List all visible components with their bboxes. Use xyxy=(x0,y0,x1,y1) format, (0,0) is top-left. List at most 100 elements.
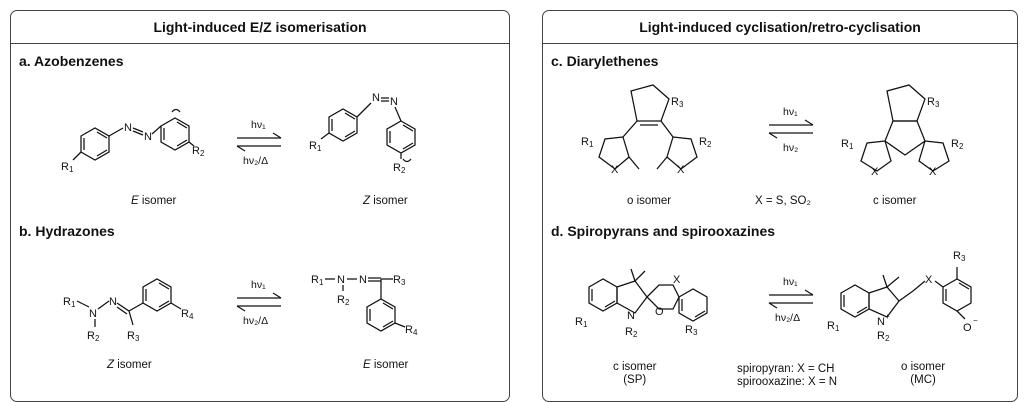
svg-text:R: R xyxy=(311,274,319,286)
svg-text:N: N xyxy=(390,96,398,108)
svg-text:−: − xyxy=(973,316,978,325)
svg-text:R: R xyxy=(671,96,679,108)
svg-text:N: N xyxy=(359,274,367,286)
svg-text:hν₂/Δ: hν₂/Δ xyxy=(243,315,268,327)
svg-text:3: 3 xyxy=(135,334,140,343)
svg-text:N: N xyxy=(144,131,152,143)
svg-text:X: X xyxy=(929,166,937,178)
panel-cyclisation: Light-induced cyclisation/retro-cyclisat… xyxy=(542,10,1018,402)
svg-text:3: 3 xyxy=(401,278,406,287)
svg-text:X: X xyxy=(871,166,879,178)
svg-text:R: R xyxy=(87,330,95,342)
svg-text:hν₁: hν₁ xyxy=(251,279,266,291)
azo-e-caption: E isomer xyxy=(131,195,177,207)
svg-text:R: R xyxy=(581,136,589,148)
svg-text:O: O xyxy=(655,306,664,318)
svg-text:1: 1 xyxy=(317,144,322,153)
section-azobenzenes-heading: a. Azobenzenes xyxy=(19,53,124,69)
svg-text:R: R xyxy=(827,320,835,332)
section-hydrazones-heading: b. Hydrazones xyxy=(19,223,115,239)
svg-text:R: R xyxy=(685,324,693,336)
equilibrium-arrows-d: hν₁ hν₂/Δ xyxy=(768,276,814,324)
svg-text:N: N xyxy=(337,274,345,286)
svg-text:hν₂/Δ: hν₂/Δ xyxy=(775,312,800,324)
svg-text:1: 1 xyxy=(319,278,324,287)
equilibrium-arrows-b: hν₁ hν₂/Δ xyxy=(236,279,282,327)
svg-text:3: 3 xyxy=(961,254,966,263)
section-diarylethenes-heading: c. Diarylethenes xyxy=(551,53,659,69)
arrow-label-hv2: hν₂/Δ xyxy=(243,155,268,167)
svg-text:2: 2 xyxy=(633,330,638,339)
svg-text:R: R xyxy=(181,308,189,320)
svg-text:R: R xyxy=(927,96,935,108)
svg-text:hν₁: hν₁ xyxy=(783,106,798,118)
svg-text:X: X xyxy=(677,164,685,176)
svg-text:R: R xyxy=(625,326,633,338)
svg-text:O: O xyxy=(963,322,972,334)
section-spiropyrans-heading: d. Spiropyrans and spirooxazines xyxy=(551,223,776,239)
svg-text:1: 1 xyxy=(69,165,74,174)
svg-text:X: X xyxy=(925,274,933,286)
svg-text:2: 2 xyxy=(885,334,890,343)
panel-ez-isomerisation: Light-induced E/Z isomerisation a. Azobe… xyxy=(10,10,510,402)
svg-text:2: 2 xyxy=(200,149,205,158)
svg-text:R: R xyxy=(841,138,849,150)
arrow-label-hv1: hν₁ xyxy=(251,119,266,131)
svg-text:1: 1 xyxy=(849,142,854,151)
svg-text:4: 4 xyxy=(413,328,418,337)
sp-closed-caption: c isomer(SP) xyxy=(613,361,657,386)
panel-title: Light-induced E/Z isomerisation xyxy=(11,11,509,44)
equilibrium-arrows-a: hν₁ hν₂/Δ xyxy=(236,119,282,167)
svg-text:N: N xyxy=(627,310,635,322)
svg-text:1: 1 xyxy=(583,320,588,329)
svg-text:R: R xyxy=(405,324,413,336)
svg-text:R: R xyxy=(309,140,317,152)
svg-text:1: 1 xyxy=(835,324,840,333)
svg-text:R: R xyxy=(575,316,583,328)
mc-open-caption: o isomer(MC) xyxy=(901,361,946,386)
hyd-z-caption: Z isomer xyxy=(107,359,152,371)
svg-text:2: 2 xyxy=(95,334,100,343)
svg-text:N: N xyxy=(372,92,380,104)
svg-text:1: 1 xyxy=(589,140,594,149)
svg-text:R: R xyxy=(337,294,345,306)
svg-text:R: R xyxy=(192,145,200,157)
svg-text:N: N xyxy=(877,316,885,328)
dae-x-definition: X = S, SO₂ xyxy=(755,195,811,207)
svg-text:N: N xyxy=(124,122,132,134)
svg-text:R: R xyxy=(127,330,135,342)
svg-text:R: R xyxy=(951,138,959,150)
svg-text:N: N xyxy=(89,308,97,320)
svg-text:R: R xyxy=(61,161,69,173)
svg-text:+: + xyxy=(885,312,890,321)
svg-text:R: R xyxy=(699,136,707,148)
svg-text:R: R xyxy=(877,330,885,342)
svg-text:R: R xyxy=(953,250,961,262)
svg-text:2: 2 xyxy=(707,140,712,149)
svg-text:R: R xyxy=(393,274,401,286)
svg-text:3: 3 xyxy=(693,328,698,337)
svg-text:X: X xyxy=(611,164,619,176)
svg-text:hν₂: hν₂ xyxy=(783,142,798,154)
svg-text:X: X xyxy=(673,274,681,286)
dae-closed-caption: c isomer xyxy=(873,195,917,207)
svg-text:hν₁: hν₁ xyxy=(783,276,798,288)
svg-text:2: 2 xyxy=(401,166,406,175)
hyd-e-caption: E isomer xyxy=(363,359,409,371)
svg-text:3: 3 xyxy=(679,100,684,109)
svg-text:1: 1 xyxy=(71,300,76,309)
svg-text:2: 2 xyxy=(345,298,350,307)
svg-text:N: N xyxy=(109,296,117,308)
dae-open-caption: o isomer xyxy=(627,195,672,207)
svg-text:3: 3 xyxy=(935,100,940,109)
svg-text:R: R xyxy=(63,296,71,308)
